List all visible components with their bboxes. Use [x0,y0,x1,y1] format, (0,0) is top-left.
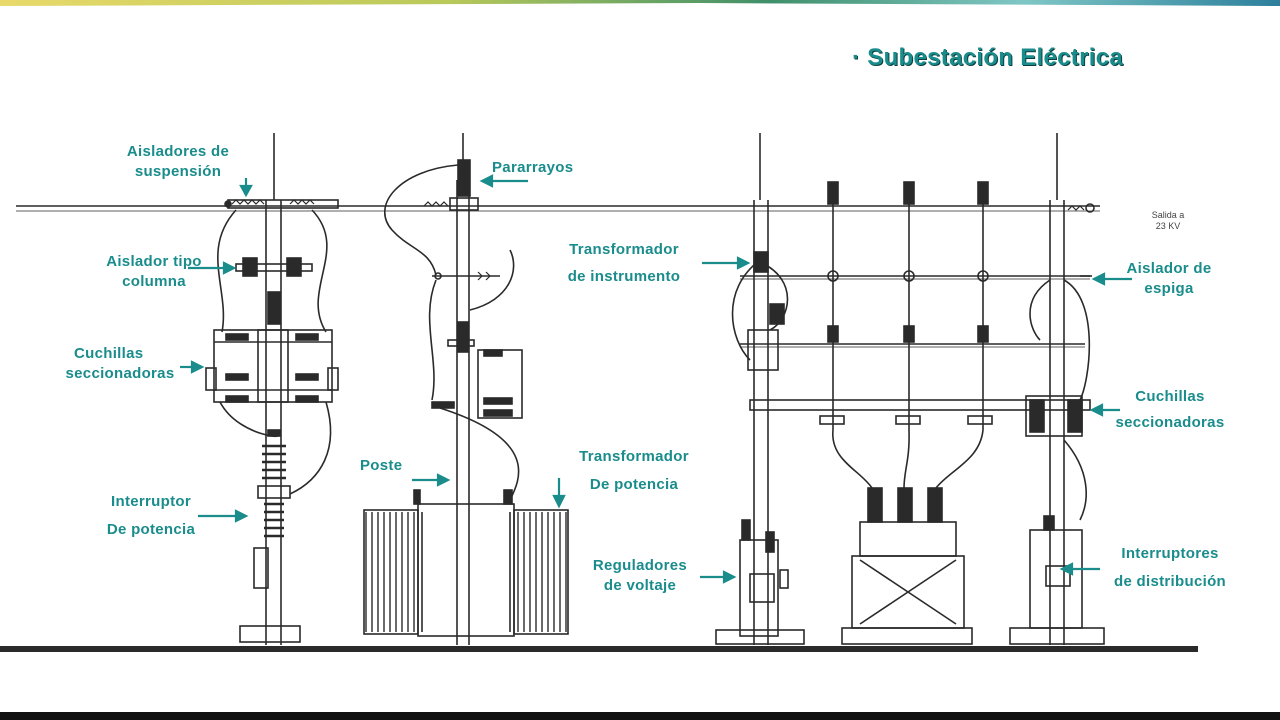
label-aislador-columna: Aislador tipo columna [106,253,202,290]
distribution-breaker-tank [859,521,957,557]
arrow-cuchillas-izq [180,360,205,374]
label-interruptores-distribucion: Interruptores de distribución [1113,545,1226,590]
arrow-transformador-instrumento [702,256,751,270]
label-interruptor-potencia: Interruptor De potencia [106,493,196,538]
arrow-transformador-potencia [552,478,566,509]
bottom-bar [0,712,1280,720]
left-structure [205,133,339,645]
arrow-interruptores-distribucion [1059,562,1100,576]
power-transformer [417,503,515,637]
label-reguladores-voltaje: Reguladores de voltaje [592,557,688,594]
top-decorative-bar [0,0,1280,6]
arrow-aislador-espiga [1091,272,1132,286]
label-salida-23kv: Salida a 23 KV [1151,210,1185,231]
label-transformador-potencia: Transformador De potencia [579,448,689,493]
middle-structure [363,133,569,645]
arrow-reguladores [700,570,737,584]
label-arrows [180,174,1132,584]
label-aisladores-suspension: Aisladores de suspensión [126,143,230,180]
arrow-cuchillas-der [1089,403,1120,417]
label-transformador-instrumento: Transformador de instrumento [567,241,681,285]
slide-title: · Subestación Eléctrica [852,44,1123,71]
label-pararrayos: Pararrayos [492,159,574,176]
voltage-regulator [739,539,779,637]
label-cuchillas-der: Cuchillas seccionadoras [1115,388,1225,431]
arrow-aisladores-suspension [239,178,253,198]
arrow-aislador-columna [188,261,237,275]
right-structure [715,133,1105,645]
label-cuchillas-izq: Cuchillas seccionadoras [65,345,175,382]
arrow-poste [412,473,451,487]
label-poste: Poste [360,457,403,474]
arrow-interruptor-potencia [198,509,249,523]
arrow-pararrayos [479,174,528,188]
label-aislador-espiga: Aislador de espiga [1126,260,1212,297]
